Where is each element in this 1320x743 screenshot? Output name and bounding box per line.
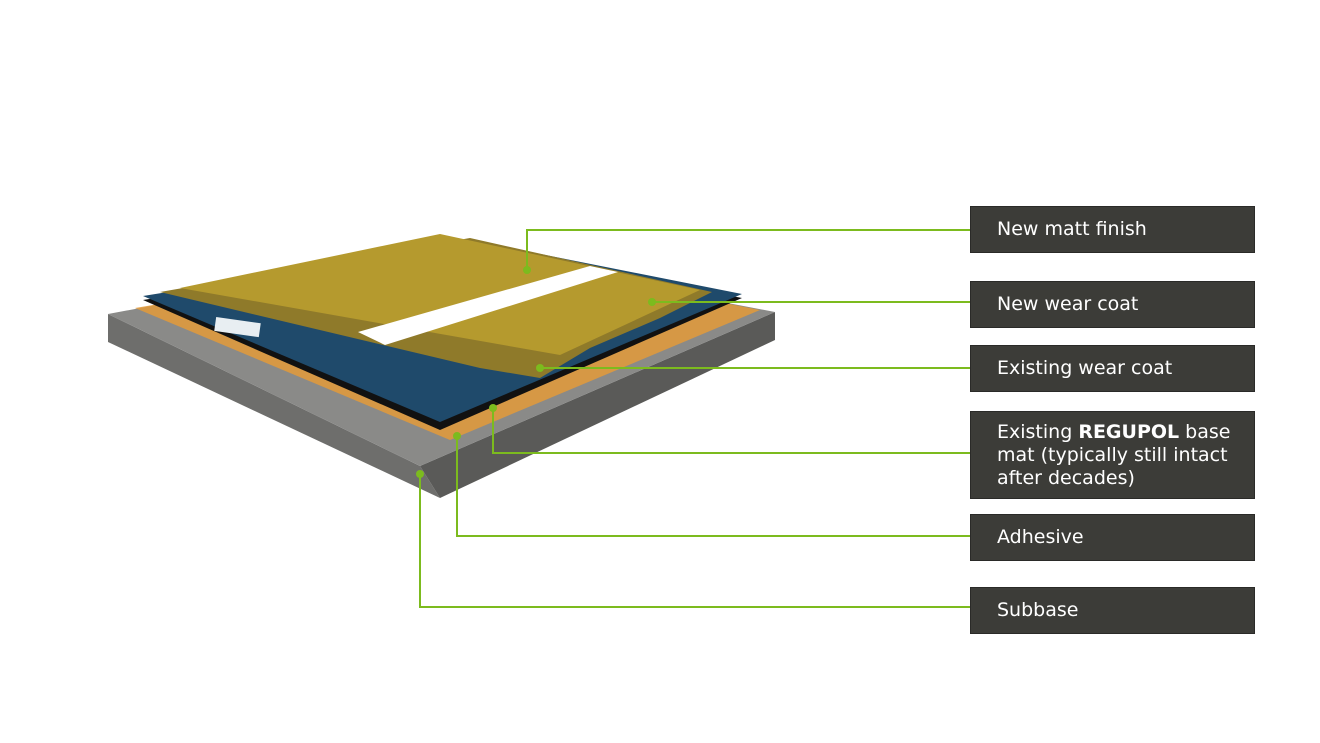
leader-subbase: [419, 474, 970, 608]
exposed-patch: [214, 317, 261, 338]
label-subbase: Subbase: [970, 587, 1255, 634]
label-existing-wear-coat: Existing wear coat: [970, 345, 1255, 392]
brand-name: REGUPOL: [1078, 420, 1180, 443]
subbase-side-left: [108, 314, 440, 498]
label-new-wear-coat: New wear coat: [970, 281, 1255, 328]
label-adhesive: Adhesive: [970, 514, 1255, 561]
label-text: New wear coat: [997, 293, 1139, 315]
label-text: Existing REGUPOL base mat (typically sti…: [997, 421, 1254, 490]
subbase-side-right: [420, 312, 775, 498]
leader-adhesive: [456, 436, 970, 537]
label-regupol-base-mat: Existing REGUPOL base mat (typically sti…: [970, 411, 1255, 499]
matt-finish-layer: [180, 234, 700, 355]
label-text: New matt finish: [997, 218, 1147, 240]
label-text: Adhesive: [997, 526, 1084, 548]
leader-dots: [416, 266, 656, 478]
label-new-matt-finish: New matt finish: [970, 206, 1255, 253]
label-text-post: base mat (typically still intact after d…: [997, 420, 1231, 489]
label-text: Subbase: [997, 599, 1079, 621]
label-text: Existing wear coat: [997, 357, 1173, 379]
leader-base-mat: [492, 408, 970, 454]
leader-new-matt-finish: [526, 229, 970, 270]
label-text-pre: Existing: [997, 420, 1079, 443]
line-marking: [358, 266, 618, 345]
leader-lines: [419, 229, 970, 608]
